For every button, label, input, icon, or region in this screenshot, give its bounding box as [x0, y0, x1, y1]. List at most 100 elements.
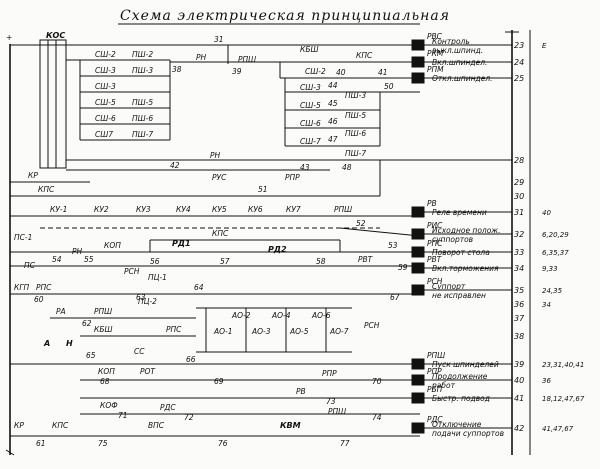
coil-name-14: РПШ — [427, 351, 445, 360]
coil-name-10: РСН — [427, 277, 443, 286]
svg-text:40: 40 — [336, 68, 346, 77]
line-number-1: 24 — [514, 58, 524, 67]
svg-text:КУ-1: КУ-1 — [50, 205, 67, 214]
coil-16 — [411, 392, 425, 404]
kbsh2-label: КБШ — [94, 325, 113, 334]
svg-text:СШ-6: СШ-6 — [300, 119, 321, 128]
svg-text:43: 43 — [300, 163, 310, 172]
svg-text:58: 58 — [316, 257, 326, 266]
rd1-label: РД1 — [172, 239, 191, 248]
n-label: Н — [66, 339, 73, 348]
coil-name-6: РВ — [427, 199, 437, 208]
svg-text:СШ-6: СШ-6 — [95, 114, 116, 123]
plus-mark: + — [6, 33, 12, 42]
rpr2-label: РПР — [322, 369, 337, 378]
svg-text:СШ-3: СШ-3 — [95, 82, 116, 91]
coil-name-7: РИС — [427, 221, 443, 230]
output-refs-16: 18,12,47,67 — [542, 395, 585, 403]
kps4-label: КПС — [52, 421, 69, 430]
svg-text:76: 76 — [218, 439, 228, 448]
coil-15 — [411, 374, 425, 386]
output-refs-14: 23,31,40,41 — [542, 361, 584, 369]
line-number-11: 36 — [514, 300, 524, 309]
coil-6 — [411, 206, 425, 218]
output-desc-9: Вкл.торможения — [432, 264, 499, 273]
vps-label: ВПС — [148, 421, 165, 430]
coil-17 — [411, 422, 425, 434]
coil-name-9: РВТ — [427, 255, 443, 264]
svg-text:54: 54 — [52, 255, 62, 264]
line-number-12: 37 — [514, 314, 525, 323]
rpsh4-label: РПШ — [334, 205, 352, 214]
coil-name-2: РПМ — [427, 65, 444, 74]
svg-text:64: 64 — [194, 283, 204, 292]
rsn1-label: РСН — [124, 267, 140, 276]
kgp-label: КГП — [14, 283, 30, 292]
svg-text:АО-2: АО-2 — [231, 311, 251, 320]
output-refs-17: 41,47,67 — [542, 425, 574, 433]
rv-label: РВ — [296, 387, 306, 396]
output-desc2-17: подачи суппортов — [432, 429, 504, 438]
coil-7 — [411, 228, 425, 240]
svg-text:КУ5: КУ5 — [212, 205, 227, 214]
ku-contact-chain: КУ-1 КУ2 КУ3 КУ4 КУ5 КУ6 КУ7 — [50, 205, 301, 214]
line-number-0: 23 — [514, 41, 524, 50]
cc-label: СС — [134, 347, 145, 356]
svg-text:31: 31 — [214, 35, 224, 44]
svg-text:38: 38 — [172, 65, 182, 74]
coil-name-17: РДС — [427, 415, 443, 424]
svg-text:КУ7: КУ7 — [286, 205, 301, 214]
svg-text:СШ-5: СШ-5 — [95, 98, 116, 107]
rpr1-label: РПР — [285, 173, 300, 182]
rd2-label: РД2 — [268, 245, 287, 254]
output-desc-2: Откл.шпиндел. — [432, 74, 493, 83]
svg-text:61: 61 — [36, 439, 46, 448]
coil-name-15: РПР — [427, 367, 442, 376]
kr1-label: КР — [28, 171, 38, 180]
line-number-10: 35 — [514, 286, 524, 295]
rn2-label: РН — [210, 151, 221, 160]
svg-text:56: 56 — [150, 257, 160, 266]
output-desc-10: Суппорт — [432, 282, 466, 291]
output-refs-11: 34 — [542, 301, 551, 309]
kof-label: КОФ — [100, 401, 118, 410]
rn3-label: РН — [72, 247, 83, 256]
svg-text:КУ3: КУ3 — [136, 205, 151, 214]
pc2-label: ПЦ-2 — [138, 297, 157, 306]
svg-text:АО-4: АО-4 — [271, 311, 291, 320]
svg-text:ПШ-7: ПШ-7 — [132, 130, 153, 139]
svg-text:70: 70 — [372, 377, 382, 386]
svg-text:СШ7: СШ7 — [95, 130, 113, 139]
output-desc-6: Реле времени — [432, 208, 487, 217]
svg-text:ПШ-5: ПШ-5 — [132, 98, 153, 107]
output-desc-16: Быстр. подвод — [432, 394, 490, 403]
line-number-2: 25 — [514, 74, 524, 83]
svg-text:41: 41 — [378, 68, 388, 77]
rsn2-label: РСН — [364, 321, 380, 330]
svg-text:71: 71 — [118, 411, 128, 420]
switch-block-right: СШ-3 44 ПШ-3 СШ-5 45 ПШ-5 СШ-6 46 ПШ-6 С… — [284, 78, 381, 158]
svg-text:53: 53 — [388, 241, 398, 250]
svg-text:67: 67 — [390, 293, 400, 302]
svg-text:АО-6: АО-6 — [311, 311, 331, 320]
svg-text:77: 77 — [340, 439, 350, 448]
kps-top-label: КПС — [356, 51, 373, 60]
svg-text:72: 72 — [184, 413, 194, 422]
output-refs-6: 40 — [542, 209, 551, 217]
rpsh3-label: РПШ — [328, 407, 346, 416]
line-number-3: 28 — [514, 156, 524, 165]
svg-text:АО-7: АО-7 — [329, 327, 349, 336]
svg-text:57: 57 — [220, 257, 230, 266]
svg-text:69: 69 — [214, 377, 224, 386]
output-desc-0: Контроль — [432, 37, 470, 46]
output-desc-1: Вкл.шпиндел. — [432, 58, 487, 67]
svg-text:46: 46 — [328, 117, 338, 126]
output-desc2-15: работ — [431, 381, 456, 390]
coil-9 — [411, 262, 425, 274]
line-number-7: 32 — [514, 230, 524, 239]
rn1-label: РН — [196, 53, 207, 62]
coil-0 — [411, 39, 425, 51]
line-number-8: 33 — [514, 248, 524, 257]
